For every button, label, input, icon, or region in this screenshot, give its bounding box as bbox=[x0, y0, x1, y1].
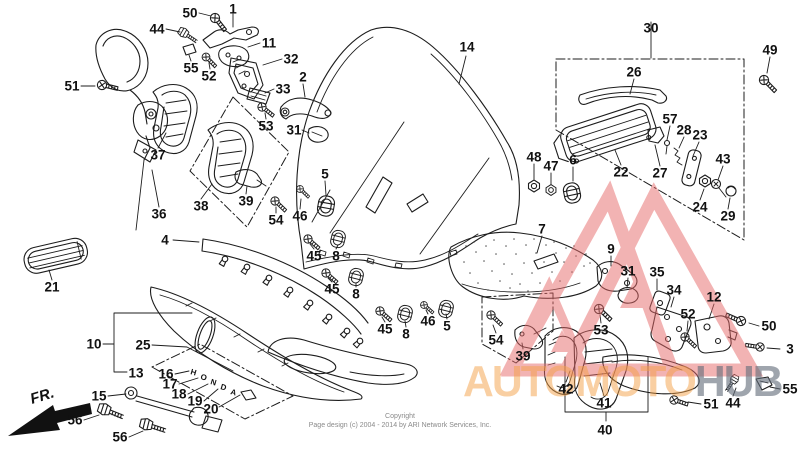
emblem-letter: H bbox=[189, 367, 197, 377]
fr-arrow-icon bbox=[8, 403, 92, 436]
upper-cowl-panel bbox=[448, 231, 603, 300]
mirror-mount-hardware bbox=[96, 10, 332, 143]
copyright-line1: Copyright bbox=[385, 413, 415, 420]
automotohub-text-watermark: AUTOMOTOHUB bbox=[463, 357, 784, 407]
front-lower-cowl: H O N D A bbox=[149, 286, 418, 420]
emblem-letter: O bbox=[199, 372, 207, 382]
windshield-molding-strip bbox=[201, 238, 369, 349]
copyright-line2: Page design (c) 2004 - 2014 by ARI Netwo… bbox=[308, 422, 492, 429]
copyright-notice: Copyright Page design (c) 2004 - 2014 by… bbox=[280, 412, 520, 430]
screw-grommet-row bbox=[301, 228, 456, 325]
emblem-letter: D bbox=[219, 382, 227, 392]
brand-text-automoto: AUTOMOTO bbox=[463, 357, 697, 406]
emblem-letter: A bbox=[229, 387, 237, 397]
mount-nuts bbox=[527, 179, 583, 205]
fr-label: FR. bbox=[28, 385, 56, 408]
air-vent-group bbox=[553, 58, 780, 241]
fr-direction-indicator: FR. bbox=[8, 385, 92, 436]
stay-rod-assembly bbox=[96, 386, 223, 436]
brand-text-hub: HUB bbox=[694, 357, 784, 406]
vent-grille bbox=[23, 237, 89, 274]
fairing-brackets bbox=[152, 83, 337, 228]
windscreen bbox=[296, 26, 520, 270]
clip-screw-group bbox=[481, 292, 554, 364]
mirror-assembly bbox=[95, 28, 169, 231]
group-bracket-40 bbox=[564, 356, 649, 422]
emblem-letter: N bbox=[209, 377, 217, 387]
